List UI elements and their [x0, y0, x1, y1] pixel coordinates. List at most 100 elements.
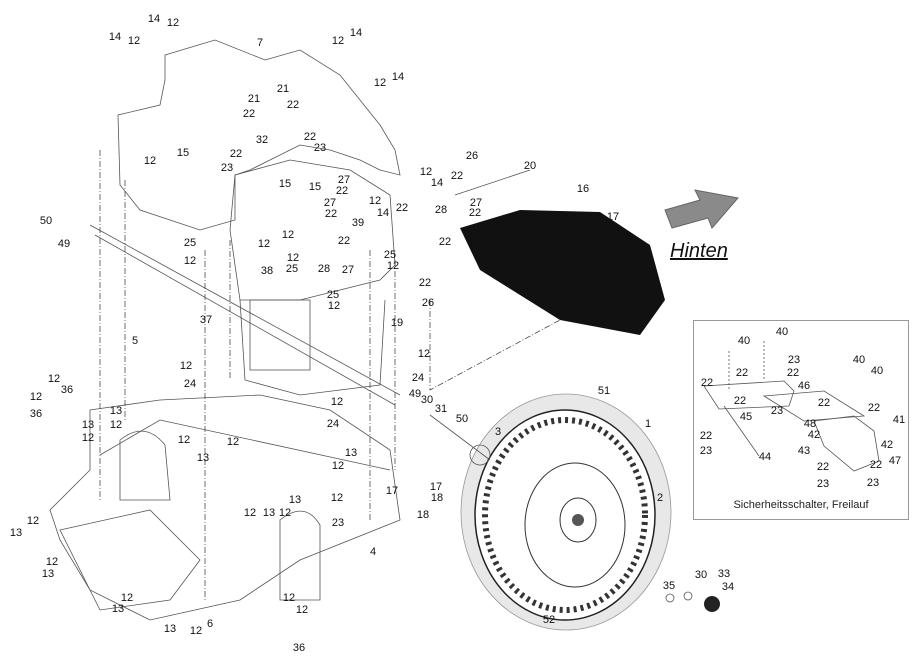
part-callout: 18 [417, 509, 429, 521]
part-callout: 12 [128, 35, 140, 47]
part-callout: 22 [243, 108, 255, 120]
part-callout: 38 [261, 265, 273, 277]
part-callout: 22 [469, 207, 481, 219]
part-callout: 30 [695, 569, 707, 581]
part-callout: 13 [82, 419, 94, 431]
part-callout: 7 [257, 37, 263, 49]
inset-part-callout: 22 [734, 395, 746, 407]
counterweight-part [460, 210, 665, 335]
part-callout: 18 [431, 492, 443, 504]
part-callout: 25 [286, 263, 298, 275]
part-callout: 1 [645, 418, 651, 430]
part-callout: 22 [336, 185, 348, 197]
part-callout: 22 [230, 148, 242, 160]
part-callout: 13 [263, 507, 275, 519]
part-callout: 22 [396, 202, 408, 214]
part-callout: 12 [144, 155, 156, 167]
part-callout: 49 [409, 388, 421, 400]
part-callout: 26 [466, 150, 478, 162]
part-callout: 36 [293, 642, 305, 654]
part-callout: 14 [148, 13, 160, 25]
part-callout: 14 [392, 71, 404, 83]
part-callout: 13 [289, 494, 301, 506]
part-callout: 12 [296, 604, 308, 616]
part-callout: 20 [524, 160, 536, 172]
part-callout: 12 [282, 229, 294, 241]
inset-part-callout: 23 [700, 445, 712, 457]
inset-part-callout: 40 [853, 354, 865, 366]
part-callout: 3 [495, 426, 501, 438]
inset-part-callout: 22 [787, 367, 799, 379]
part-callout: 12 [227, 436, 239, 448]
inset-part-callout: 23 [817, 478, 829, 490]
part-callout: 12 [331, 492, 343, 504]
inset-part-callout: 23 [771, 405, 783, 417]
inset-part-callout: 44 [759, 451, 771, 463]
part-callout: 25 [384, 249, 396, 261]
direction-label: Hinten [670, 240, 728, 262]
part-callout: 39 [352, 217, 364, 229]
part-callout: 51 [598, 385, 610, 397]
part-callout: 12 [287, 252, 299, 264]
part-callout: 22 [287, 99, 299, 111]
part-callout: 17 [430, 481, 442, 493]
part-callout: 26 [422, 297, 434, 309]
wheel-assembly [429, 393, 672, 631]
inset-part-callout: 43 [798, 445, 810, 457]
part-callout: 14 [431, 177, 443, 189]
part-callout: 12 [258, 238, 270, 250]
part-callout: 13 [164, 623, 176, 635]
part-callout: 25 [184, 237, 196, 249]
part-callout: 23 [332, 517, 344, 529]
part-callout: 49 [58, 238, 70, 250]
part-callout: 12 [420, 166, 432, 178]
part-callout: 37 [200, 314, 212, 326]
part-callout: 21 [277, 83, 289, 95]
inset-part-callout: 40 [871, 365, 883, 377]
part-callout: 27 [324, 197, 336, 209]
part-callout: 27 [470, 197, 482, 209]
part-callout: 17 [550, 215, 562, 227]
part-callout: 8 [661, 278, 667, 290]
inset-part-callout: 22 [700, 430, 712, 442]
part-callout: 12 [332, 460, 344, 472]
inset-part-callout: 48 [804, 418, 816, 430]
part-callout: 12 [178, 434, 190, 446]
part-callout: 17 [386, 485, 398, 497]
inset-part-callout: 22 [736, 367, 748, 379]
part-callout: 13 [110, 405, 122, 417]
part-callout: 15 [279, 178, 291, 190]
part-callout: 12 [328, 300, 340, 312]
part-callout: 12 [369, 195, 381, 207]
part-callout: 14 [350, 27, 362, 39]
part-callout: 12 [121, 592, 133, 604]
part-callout: 12 [27, 515, 39, 527]
part-callout: 12 [279, 507, 291, 519]
part-callout: 23 [221, 162, 233, 174]
part-callout: 13 [42, 568, 54, 580]
inset-part-callout: 23 [788, 354, 800, 366]
part-callout: 5 [132, 335, 138, 347]
part-callout: 13 [197, 452, 209, 464]
part-callout: 12 [190, 625, 202, 637]
part-callout: 24 [412, 372, 424, 384]
part-callout: 22 [419, 277, 431, 289]
part-callout: 33 [718, 568, 730, 580]
inset-caption: Sicherheitsschalter, Freilauf [733, 499, 869, 511]
part-callout: 24 [327, 418, 339, 430]
inset-part-callout: 22 [870, 459, 882, 471]
part-callout: 2 [657, 492, 663, 504]
part-callout: 12 [46, 556, 58, 568]
part-callout: 12 [387, 260, 399, 272]
part-callout: 31 [435, 403, 447, 415]
inset-part-callout: 46 [798, 380, 810, 392]
part-callout: 12 [184, 255, 196, 267]
hub-cap-part [704, 596, 720, 612]
part-callout: 12 [332, 35, 344, 47]
part-callout: 21 [248, 93, 260, 105]
inset-part-callout: 41 [893, 414, 905, 426]
inset-part-callout: 22 [701, 377, 713, 389]
